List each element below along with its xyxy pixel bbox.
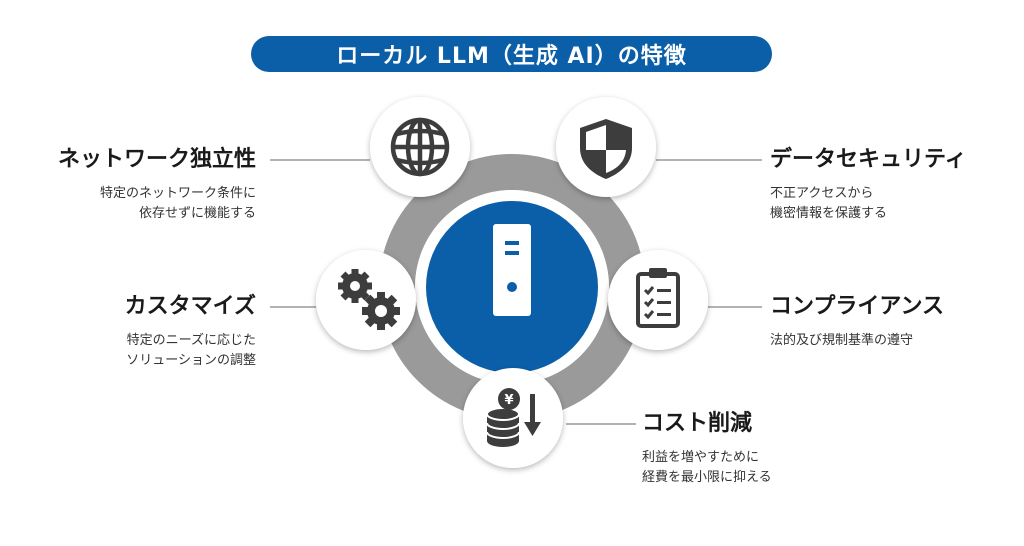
feature-description: 法的及び規制基準の遵守 [770,333,914,348]
feature-description: 特定のニーズに応じた ソリューションの調整 [126,333,256,368]
feature-cost: コスト削減 利益を増やすために 経費を最小限に抑える [642,410,772,488]
svg-text:¥: ¥ [504,393,513,408]
feature-heading: カスタマイズ [124,294,256,319]
feature-description: 不正アクセスから 機密情報を保護する [770,186,888,221]
server-icon [493,224,531,316]
node-network [370,97,470,197]
feature-network: ネットワーク独立性 特定のネットワーク条件に 依存せずに機能する [58,146,256,224]
feature-custom: カスタマイズ 特定のニーズに応じた ソリューションの調整 [125,293,256,371]
globe-icon [390,117,450,177]
feature-compliance: コンプライアンス 法的及び規制基準の遵守 [770,293,944,351]
feature-heading: データセキュリティ [770,147,967,172]
feature-heading: コスト削減 [642,411,753,436]
feature-description: 特定のネットワーク条件に 依存せずに機能する [99,186,256,221]
yen-coins-down-icon: ¥ [486,388,541,447]
node-security [556,97,656,197]
page-title: ローカル LLM（生成 AI）の特徴 [251,36,772,72]
node-custom [316,250,416,350]
shield-icon [580,119,632,179]
feature-heading: ネットワーク独立性 [57,147,256,172]
clipboard-checklist-icon [636,268,680,328]
feature-description: 利益を増やすために 経費を最小限に抑える [642,450,772,485]
node-cost: ¥ [463,368,563,468]
feature-security: データセキュリティ 不正アクセスから 機密情報を保護する [770,146,967,224]
feature-heading: コンプライアンス [770,294,945,319]
node-compliance [608,250,708,350]
